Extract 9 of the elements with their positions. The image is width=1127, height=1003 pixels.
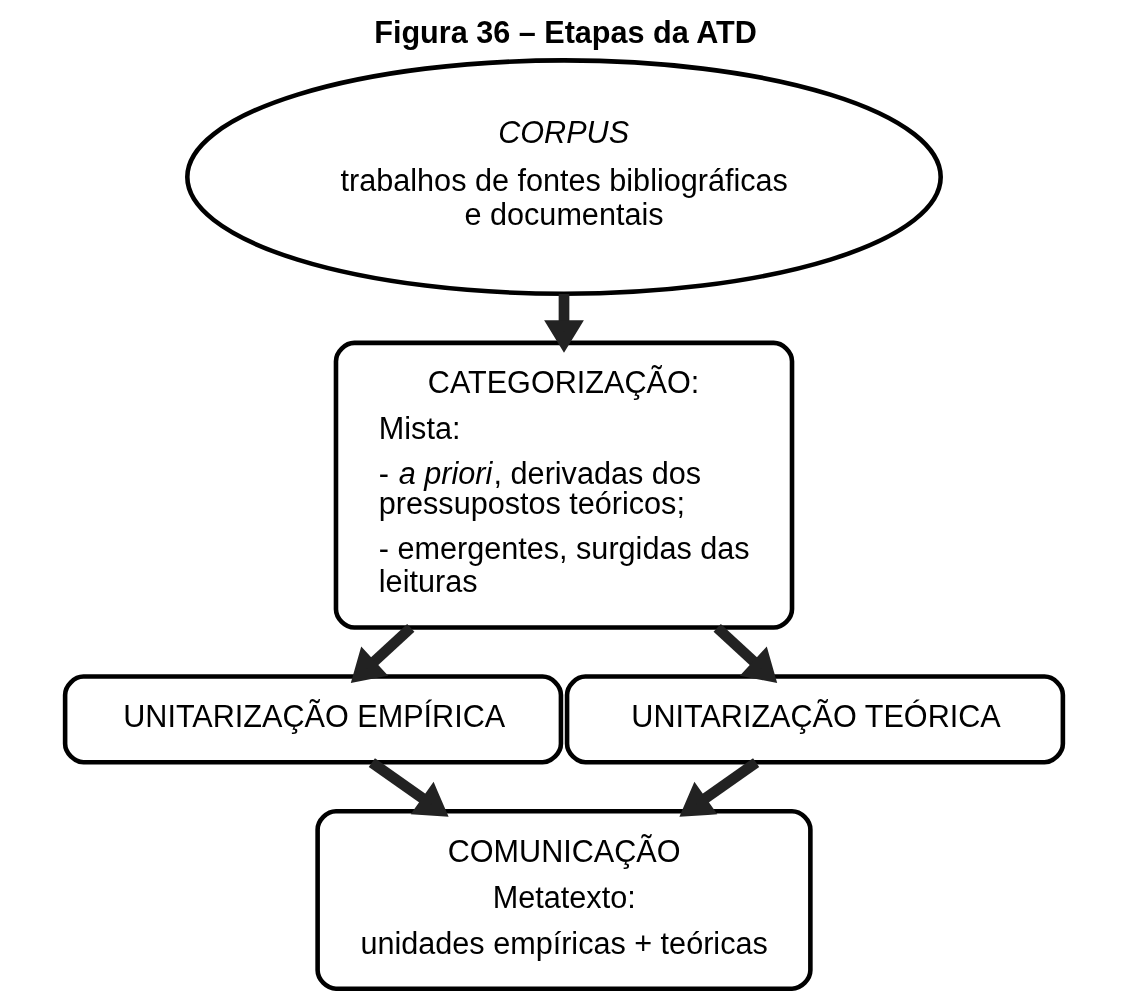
arrow	[713, 623, 777, 684]
node-box: COMUNICAÇÃO Metatexto: unidades empíricas + teóricas	[314, 808, 813, 991]
node-box: UNITARIZAÇÃO EMPÍRICA	[62, 674, 563, 765]
node-box: CATEGORIZAÇÃO: Mista: - a priori, derivadas dos pressupostos teóricos; - emergentes, surgidas das leituras	[333, 340, 794, 630]
node-ellipse: CORPUS trabalhos de fontes bibliográficas e documentais	[184, 58, 943, 297]
diagram-title: Figura 36 – Etapas da ATD	[373, 15, 757, 50]
node-box: UNITARIZAÇÃO TEÓRICA	[564, 674, 1065, 765]
arrow	[543, 293, 584, 353]
arrow	[350, 623, 414, 684]
